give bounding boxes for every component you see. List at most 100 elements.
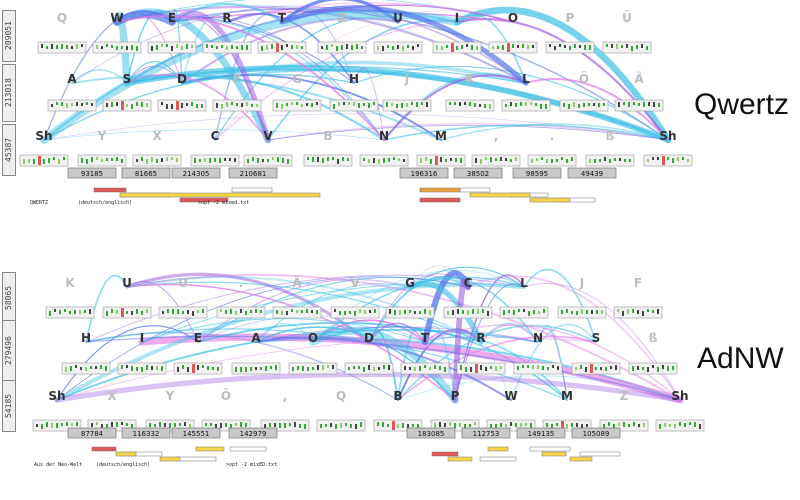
key-stats-box bbox=[317, 41, 367, 54]
key-label: D bbox=[364, 331, 374, 345]
key-stat-bar bbox=[584, 45, 586, 50]
key-stat-bar bbox=[43, 159, 45, 164]
key-stat-bar bbox=[327, 157, 329, 161]
key-stats-box bbox=[303, 154, 353, 167]
caption-mid: (deutsch/englisch) bbox=[96, 462, 151, 468]
key-stat-bar bbox=[317, 157, 319, 162]
caption-left: Aus der Neo-Welt bbox=[34, 462, 83, 468]
side-count-2: 213018 bbox=[2, 64, 16, 122]
key-stat-bar bbox=[282, 158, 284, 163]
load-bar bbox=[529, 446, 571, 452]
key-stat-bar bbox=[306, 103, 308, 106]
key-stat-bar bbox=[146, 309, 148, 313]
key-stat-bar bbox=[409, 367, 411, 370]
key-hot-marker bbox=[38, 156, 41, 165]
key-label: , bbox=[494, 129, 499, 143]
key-label: H bbox=[349, 72, 359, 86]
load-bar bbox=[479, 456, 517, 462]
key-stat-bar bbox=[241, 103, 243, 107]
key-stat-bar bbox=[378, 367, 380, 370]
key-stat-bar bbox=[156, 366, 158, 370]
key-label: J bbox=[579, 276, 584, 290]
side-count-3: 45387 bbox=[2, 124, 16, 176]
finger-total-box bbox=[406, 427, 456, 439]
key-stat-bar bbox=[245, 311, 247, 315]
key-stat-bar bbox=[527, 365, 529, 368]
key-stat-bar bbox=[360, 422, 362, 427]
key-stat-bar bbox=[547, 367, 549, 370]
key-stat-bar bbox=[46, 422, 48, 427]
transition-arc bbox=[525, 78, 669, 141]
key-label: ß bbox=[606, 129, 615, 143]
transition-arc bbox=[125, 74, 386, 142]
key-stat-bar bbox=[270, 366, 272, 369]
transition-arc bbox=[181, 14, 228, 84]
key-stats-box bbox=[344, 362, 394, 375]
key-stats-box bbox=[456, 362, 506, 375]
key-stat-bar bbox=[81, 158, 83, 163]
key-stat-bar bbox=[245, 423, 247, 427]
key-stat-bar bbox=[234, 158, 236, 162]
key-stat-bar bbox=[618, 423, 620, 426]
key-stat-bar bbox=[628, 424, 630, 427]
key-stat-bar bbox=[353, 102, 355, 106]
key-stat-bar bbox=[643, 423, 645, 427]
transition-arc bbox=[141, 282, 525, 343]
key-stat-bar bbox=[480, 159, 482, 164]
key-stat-bar bbox=[257, 158, 259, 163]
key-stat-bar bbox=[326, 45, 328, 50]
finger-total-box bbox=[399, 167, 449, 179]
transition-arc bbox=[197, 321, 482, 343]
key-stat-bar bbox=[664, 423, 666, 427]
key-stats-box bbox=[260, 419, 310, 432]
key-stats-box bbox=[471, 154, 521, 167]
key-stat-bar bbox=[332, 365, 334, 369]
key-stat-bar bbox=[447, 311, 449, 315]
key-stat-bar bbox=[235, 311, 237, 315]
transition-arc bbox=[254, 336, 513, 402]
key-stat-bar bbox=[564, 45, 566, 48]
key-label: . bbox=[550, 129, 555, 143]
key-stats-box bbox=[542, 419, 592, 432]
key-stat-bar bbox=[206, 44, 208, 48]
key-stat-bar bbox=[240, 422, 242, 427]
key-stat-bar bbox=[444, 367, 446, 372]
key-stat-bar bbox=[386, 102, 388, 107]
key-stat-bar bbox=[638, 103, 640, 106]
transition-arc bbox=[382, 74, 528, 142]
key-stat-bar bbox=[80, 367, 82, 370]
key-label: P bbox=[566, 11, 575, 25]
key-stat-bar bbox=[131, 45, 133, 50]
key-stat-bar bbox=[440, 157, 442, 162]
key-stat-bar bbox=[136, 159, 138, 162]
key-stat-bar bbox=[146, 365, 148, 370]
key-stat-bar bbox=[551, 424, 553, 429]
key-stat-bar bbox=[429, 367, 431, 370]
key-stat-bar bbox=[100, 365, 102, 369]
caption-mid: (deutsch/englisch) bbox=[78, 200, 133, 206]
key-stat-bar bbox=[571, 157, 573, 161]
key-stat-bar bbox=[111, 45, 113, 48]
key-stats-box bbox=[614, 99, 664, 112]
key-stat-bar bbox=[598, 103, 600, 107]
transition-arc bbox=[126, 73, 269, 141]
key-stat-bar bbox=[615, 365, 617, 370]
key-stat-bar bbox=[541, 157, 543, 160]
key-stats-box bbox=[117, 362, 167, 375]
key-stat-bar bbox=[475, 158, 477, 163]
key-stat-bar bbox=[334, 309, 336, 312]
key-stat-bar bbox=[404, 310, 406, 314]
key-stat-bar bbox=[194, 158, 196, 163]
key-stat-bar bbox=[409, 310, 411, 313]
key-stat-bar bbox=[235, 367, 237, 372]
transition-arc bbox=[56, 336, 597, 401]
key-stat-bar bbox=[176, 44, 178, 48]
key-label: F bbox=[233, 72, 241, 86]
key-stat-bar bbox=[470, 367, 472, 372]
key-stat-bar bbox=[492, 46, 494, 49]
key-stat-bar bbox=[174, 423, 176, 427]
key-stat-bar bbox=[250, 310, 252, 313]
key-stats-box bbox=[373, 41, 423, 54]
key-stat-bar bbox=[616, 44, 618, 49]
